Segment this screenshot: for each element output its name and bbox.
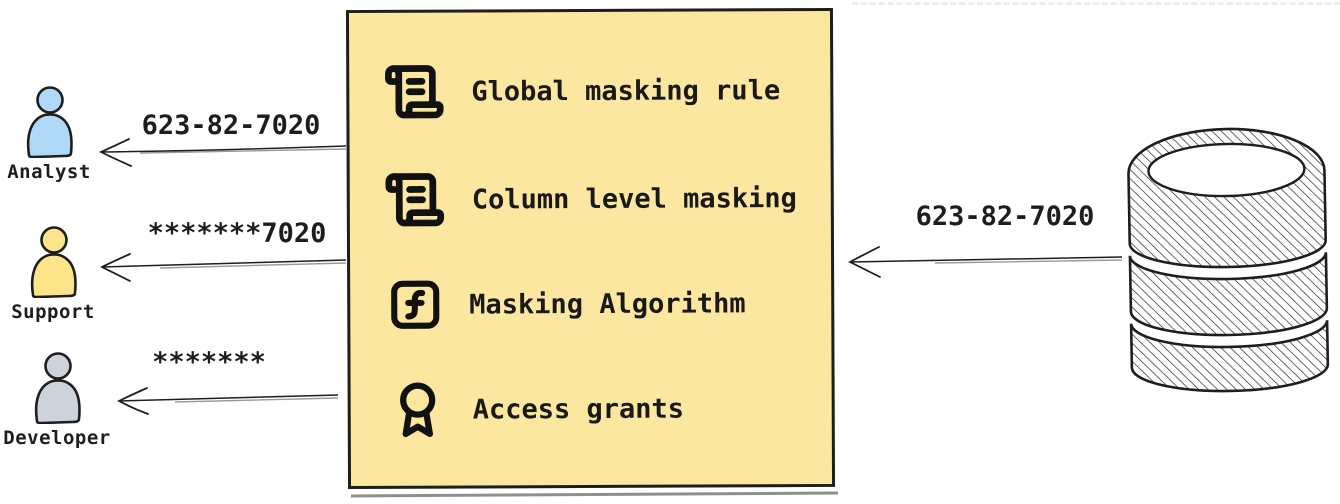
db-bottom-band [1129,320,1330,393]
masked-value-support: *******7020 [147,218,327,249]
person-icon [26,86,73,158]
feature-label: Column level masking [471,182,797,216]
feature-label: Global masking rule [471,74,781,108]
persona-name: Developer [3,427,111,449]
person-head [40,226,68,254]
award-icon [400,382,436,438]
scroll-text-icon [385,173,445,227]
box-shadow-line [350,491,839,497]
masking-feature-row: Global masking rule [383,59,830,123]
person-head [44,352,72,380]
dashed-guide-line [852,2,1340,5]
source-value-database: 623-82-7020 [915,201,1095,232]
masking-feature-row: Column level masking [384,167,831,231]
arrow-from-database [848,246,1123,278]
persona-support: Support [0,226,108,323]
arrow-to-developer [117,387,339,415]
feature-label: Access grants [472,393,685,426]
db-middle-band [1128,252,1329,337]
person-body [26,113,73,158]
masking-feature-row: Masking Algorithm [384,275,831,333]
person-body [30,253,77,298]
persona-developer: Developer [2,352,112,449]
masking-feature-row: Access grants [385,377,832,441]
scroll-text-icon [385,65,444,119]
person-head [36,86,64,114]
person-body [34,379,81,424]
arrow-to-analyst [98,138,347,167]
masked-value-developer: ******* [152,347,266,378]
function-square-icon [391,280,440,329]
person-icon [34,352,81,424]
persona-name: Analyst [7,161,91,183]
database-cylinder-icon [1127,127,1330,393]
db-top-opening [1147,142,1306,198]
arrow-to-support [99,253,347,282]
masking-box: Global masking rule Column level masking… [345,7,836,490]
feature-label: Masking Algorithm [469,287,746,321]
person-icon [30,226,77,298]
masked-value-analyst: 623-82-7020 [141,110,321,141]
persona-name: Support [11,301,95,323]
persona-analyst: Analyst [0,86,104,183]
